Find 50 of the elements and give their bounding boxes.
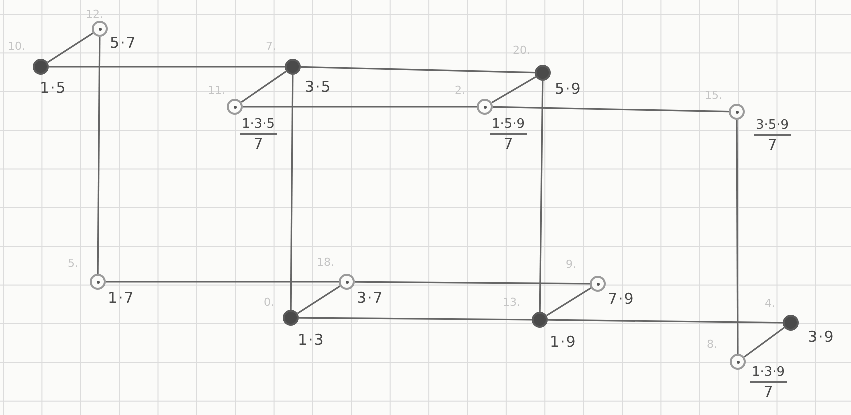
hollow-vertex bbox=[92, 21, 108, 37]
filled-vertex bbox=[33, 59, 49, 75]
edge-line bbox=[300, 66, 536, 74]
vertex-label: 5·7 bbox=[110, 34, 137, 52]
edge-line bbox=[355, 281, 590, 285]
vertex-label: 1·7 bbox=[108, 289, 135, 307]
edge-line bbox=[47, 32, 94, 64]
edge-line bbox=[243, 106, 477, 108]
edge-line bbox=[97, 37, 101, 274]
edge-line bbox=[492, 106, 730, 113]
filled-vertex bbox=[285, 59, 301, 75]
edge-line bbox=[492, 76, 536, 104]
vertex-label: 5·9 bbox=[555, 80, 582, 98]
fraction-numerator: 3·5·9 bbox=[754, 118, 792, 136]
hollow-vertex bbox=[729, 104, 745, 120]
vertex-label: 1·3 bbox=[298, 331, 325, 349]
filled-vertex bbox=[535, 65, 551, 81]
fraction-numerator: 1·3·9 bbox=[750, 365, 788, 383]
filled-vertex bbox=[283, 310, 299, 326]
vertex-label: 1·5 bbox=[40, 79, 67, 97]
hollow-vertex bbox=[339, 274, 355, 290]
fraction-denominator: 7 bbox=[254, 135, 264, 153]
hollow-vertex bbox=[730, 354, 746, 370]
edge-line bbox=[546, 288, 592, 316]
vertex-label: 1·9 bbox=[550, 333, 577, 351]
edge-line bbox=[49, 66, 285, 68]
edge-line bbox=[539, 81, 544, 312]
fraction-numerator: 1·5·9 bbox=[490, 117, 528, 135]
fraction-denominator: 7 bbox=[768, 136, 778, 154]
vertex-label: 3·5 bbox=[305, 78, 332, 96]
edge-line bbox=[744, 327, 786, 358]
edge-line bbox=[736, 120, 739, 354]
edge-line bbox=[290, 75, 294, 310]
vertex-label: 7·9 bbox=[608, 290, 635, 308]
filled-vertex bbox=[532, 312, 548, 328]
fraction-denominator: 7 bbox=[504, 135, 514, 153]
vertex-label: 3·7 bbox=[357, 289, 384, 307]
filled-vertex bbox=[783, 315, 799, 331]
hollow-vertex bbox=[590, 276, 606, 292]
edge-line bbox=[106, 281, 339, 283]
hollow-vertex bbox=[227, 99, 243, 115]
hollow-vertex bbox=[477, 99, 493, 115]
fraction-numerator: 1·3·5 bbox=[240, 117, 278, 135]
edge-line bbox=[548, 319, 783, 324]
edge-line bbox=[297, 286, 341, 314]
edge-line bbox=[241, 70, 287, 104]
hollow-vertex bbox=[90, 274, 106, 290]
edge-line bbox=[299, 317, 532, 321]
fraction-denominator: 7 bbox=[764, 383, 774, 401]
vertex-label: 3·9 bbox=[808, 328, 835, 346]
